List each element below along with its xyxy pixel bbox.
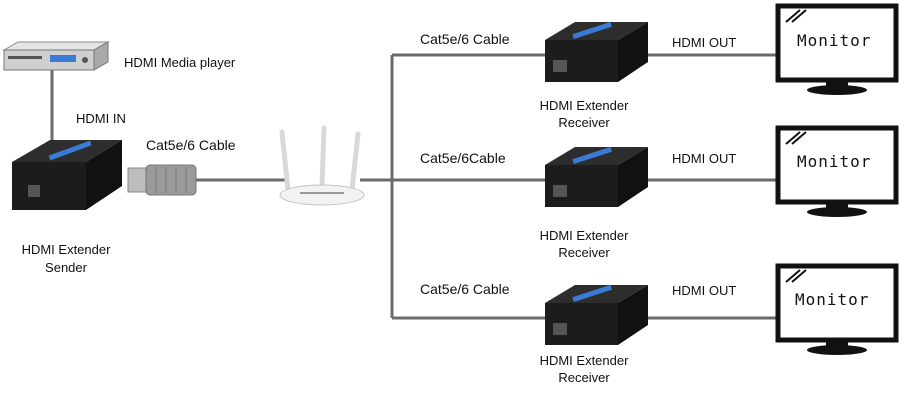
receiver-device-icon [545,284,648,345]
rj45-plug-icon [127,164,197,196]
sender-label-line1: HDMI Extender [21,242,111,257]
monitor-icon [775,125,899,217]
hdmi-out-label: HDMI OUT [672,151,737,166]
monitor-label: Monitor [795,290,870,309]
router-icon [279,125,365,206]
receiver-label-line2: Receiver [558,115,610,130]
branch-cable-label: Cat5e/6Cable [420,150,506,166]
receiver-device-icon [545,21,648,82]
receiver-label-line2: Receiver [558,245,610,260]
source-cable-label: Cat5e/6 Cable [146,137,236,153]
branch-cable-label: Cat5e/6 Cable [420,31,510,47]
media-player-label: HDMI Media player [124,55,236,70]
monitor-icon [775,263,899,355]
monitor-icon [775,3,899,95]
receiver-label-line1: HDMI Extender [539,353,629,368]
monitor-label: Monitor [797,152,872,171]
hdmi-out-label: HDMI OUT [672,283,737,298]
receiver-label-line1: HDMI Extender [539,98,629,113]
receiver-device-icon [545,146,648,207]
media-player-icon [2,41,110,71]
sender-label-line2: Sender [45,260,87,275]
branch-cable-label: Cat5e/6 Cable [420,281,510,297]
monitor-label: Monitor [797,31,872,50]
sender-device-icon [12,140,122,210]
receiver-label-line2: Receiver [558,370,610,385]
hdmi-out-label: HDMI OUT [672,35,737,50]
receiver-label-line1: HDMI Extender [539,228,629,243]
hdmi-in-label: HDMI IN [76,111,126,126]
